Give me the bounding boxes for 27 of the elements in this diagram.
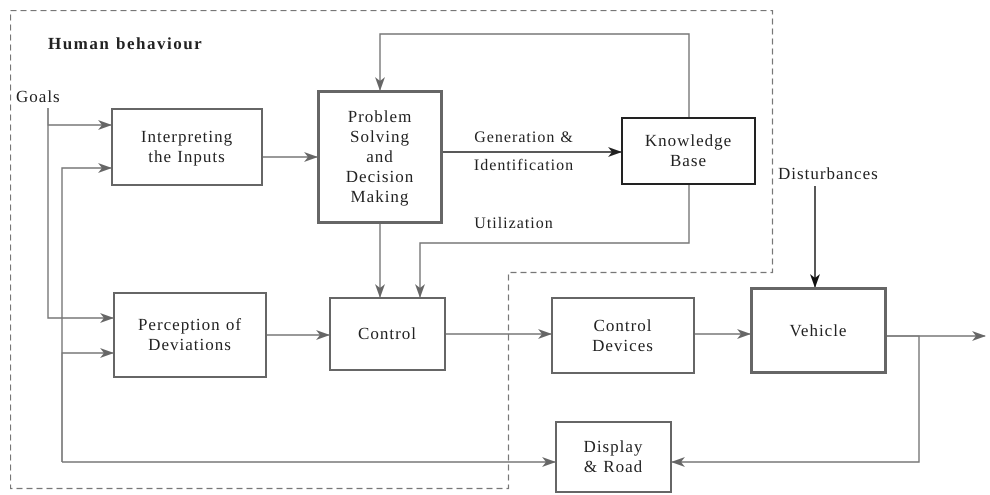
process-box: Display & Road xyxy=(555,421,672,493)
process-box: Perception of Deviations xyxy=(113,292,267,378)
arrow xyxy=(671,335,920,467)
process-box: Vehicle xyxy=(750,287,887,374)
arrow xyxy=(415,185,690,298)
arrow xyxy=(695,329,751,339)
dashed-group-region xyxy=(10,10,774,490)
text-label: Goals xyxy=(16,86,78,108)
arrow xyxy=(47,108,114,323)
arrow xyxy=(443,147,622,157)
arrow xyxy=(62,457,556,467)
text-label: Disturbances xyxy=(778,162,918,186)
arrow xyxy=(375,224,385,298)
process-box: Interpreting the Inputs xyxy=(111,108,263,186)
arrow xyxy=(375,33,690,117)
arrow xyxy=(61,348,114,462)
arrow xyxy=(267,330,330,340)
process-box: Control xyxy=(329,297,446,371)
arrow xyxy=(263,152,318,162)
edge-label: Utilization xyxy=(473,214,555,234)
arrow xyxy=(446,329,552,339)
process-box: Knowledge Base xyxy=(621,117,756,185)
group-title: Human behaviour xyxy=(48,34,204,54)
process-box: Control Devices xyxy=(551,297,695,374)
process-box: Problem Solving and Decision Making xyxy=(317,90,443,224)
edge-label: Generation & Identification xyxy=(472,128,576,176)
arrow xyxy=(810,186,820,288)
